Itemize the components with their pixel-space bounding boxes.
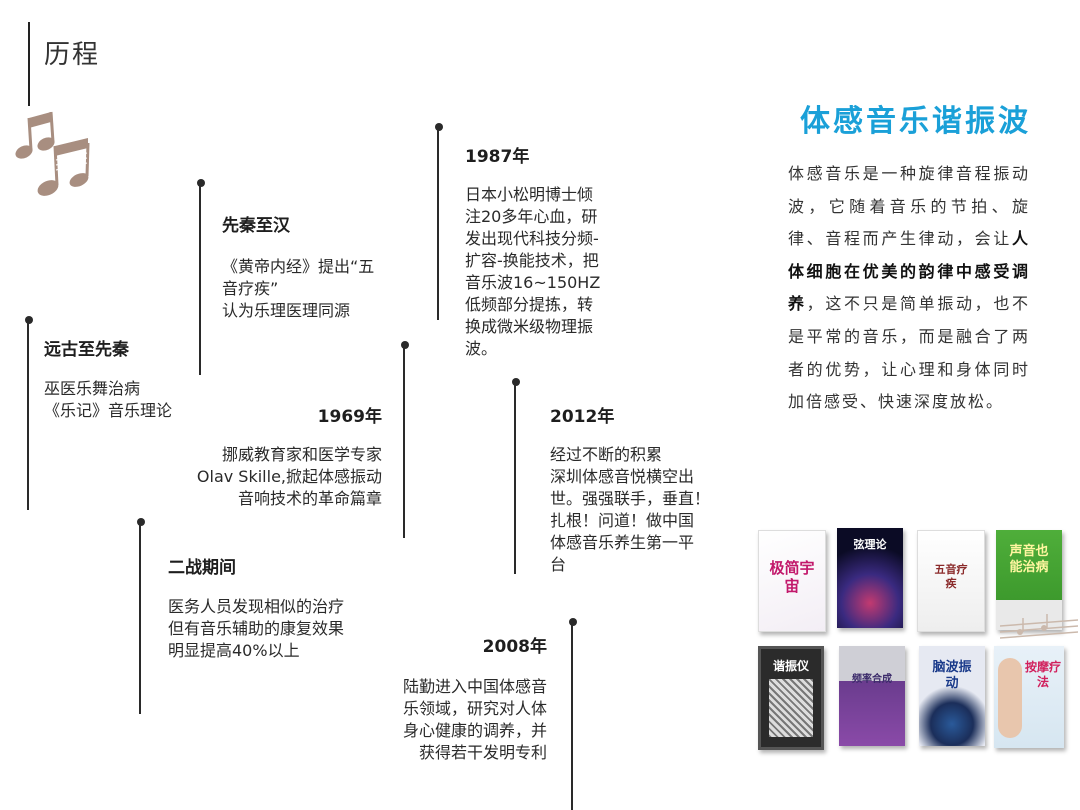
book-cover: 弦理论 [837, 528, 903, 628]
timeline-line [514, 382, 516, 574]
timeline-description: 《黄帝内经》提出“五 音疗疾” 认为乐理医理同源 [222, 256, 374, 322]
timeline-line [437, 127, 439, 320]
book-cover: 脑波振动 [919, 646, 985, 746]
timeline-text-line: 音疗疾” [222, 279, 279, 298]
timeline-dot [569, 618, 577, 626]
timeline-year: 二战期间 [168, 558, 236, 578]
side-title: 体感音乐谐振波 [800, 104, 1031, 139]
page-title: 历程 [44, 40, 101, 70]
timeline-text-line: 陆勤进入中国体感音 [402, 677, 547, 696]
timeline-year: 1987年 [465, 147, 530, 167]
book-title: 谐振仪 [772, 659, 809, 673]
timeline-text-line: 波。 [465, 339, 498, 358]
timeline-text-line: 体感音乐养生第一平 [550, 533, 695, 552]
timeline-text-line: 台 [550, 555, 567, 574]
timeline-description: 经过不断的积累 深圳体感音悦横空出 世。强强联手，垂直！ 扎根！问道！做中国 体… [550, 444, 710, 576]
timeline-description: 巫医乐舞治病 《乐记》音乐理论 [44, 378, 172, 422]
timeline-line [199, 183, 201, 375]
timeline-text-line: 获得若干发明专利 [418, 743, 547, 762]
timeline-text-line: 注20多年心血，研 [465, 207, 598, 226]
side-text: ，这不只是简单振动，也不是平常的音乐，而是融合了两者的优势，让心理和身体同时加倍… [788, 294, 1030, 412]
book-cover: 按摩疗法 [994, 646, 1064, 748]
timeline-text-line: 挪威教育家和医学专家 [221, 445, 382, 464]
timeline-text-line: 乐领域，研究对人体 [402, 699, 547, 718]
side-text-emphasis: 人体细胞在优美的韵律中感受调养 [788, 229, 1030, 314]
book-title: 五音疗疾 [934, 563, 968, 590]
timeline-text-line: 巫医乐舞治病 [44, 379, 141, 398]
timeline-dot [137, 518, 145, 526]
timeline-dot [512, 378, 520, 386]
timeline-dot [197, 179, 205, 187]
timeline-text-line: 扎根！问道！做中国 [550, 511, 695, 530]
book-title: 脑波振动 [932, 660, 972, 691]
timeline-text-line: 认为乐理医理同源 [222, 301, 351, 320]
timeline-text-line: 医务人员发现相似的治疗 [168, 597, 345, 616]
timeline-dot [25, 316, 33, 324]
timeline-text-line: 深圳体感音悦横空出 [550, 467, 695, 486]
music-staff-icon [1000, 614, 1078, 639]
timeline-year: 1969年 [317, 407, 382, 427]
book-cover: 谐振仪 [758, 646, 824, 750]
timeline-line [27, 320, 29, 510]
book-cover: 五音疗疾 [917, 530, 985, 632]
timeline-description: 陆勤进入中国体感音 乐领域，研究对人体 身心健康的调养，并 获得若干发明专利 [403, 676, 547, 764]
timeline-description: 医务人员发现相似的治疗 但有音乐辅助的康复效果 明显提高40%以上 [168, 596, 344, 662]
timeline-text-line: 世。强强联手，垂直！ [550, 489, 711, 508]
book-title: 弦理论 [853, 538, 887, 551]
timeline-line [571, 622, 573, 810]
timeline-text-line: 音响技术的革命篇章 [237, 489, 382, 508]
timeline-text-line: 但有音乐辅助的康复效果 [168, 619, 345, 638]
timeline-description: 挪威教育家和医学专家 Olav Skille,掀起体感振动 音响技术的革命篇章 [197, 444, 382, 510]
timeline-text-line: 日本小松明博士倾 [465, 185, 594, 204]
side-description: 体感音乐是一种旋律音程振动波，它随着音乐的节拍、旋律、音程而产生律动，会让人体细… [788, 158, 1030, 419]
timeline-text-line: 《乐记》音乐理论 [44, 401, 173, 420]
timeline-year: 远古至先秦 [44, 340, 129, 360]
timeline-text-line: 低频部分提拣，转 [465, 295, 594, 314]
book-cover: 极简宇宙 [758, 530, 826, 632]
music-note-icon [15, 111, 90, 196]
timeline-text-line: 经过不断的积累 [550, 445, 663, 464]
timeline-year: 2008年 [482, 637, 547, 657]
book-title: 极简宇宙 [769, 559, 815, 595]
book-title: 频率合成 [852, 674, 892, 685]
timeline-text-line: 发出现代科技分频- [465, 229, 599, 248]
timeline-line [139, 522, 141, 714]
book-title: 按摩疗法 [1024, 660, 1061, 689]
book-cover: 频率合成 [839, 646, 905, 746]
book-cover: 声音也能治病 [996, 530, 1062, 630]
timeline-text-line: 音乐波16~150HZ [465, 273, 601, 292]
timeline-description: 日本小松明博士倾 注20多年心血，研 发出现代科技分频- 扩容-换能技术，把 音… [465, 184, 600, 360]
timeline-text-line: 换成微米级物理振 [465, 317, 594, 336]
timeline-text-line: Olav Skille,掀起体感振动 [196, 467, 382, 486]
timeline-line [403, 345, 405, 538]
timeline-text-line: 扩容-换能技术，把 [465, 251, 599, 270]
timeline-dot [401, 341, 409, 349]
timeline-text-line: 身心健康的调养，并 [402, 721, 547, 740]
timeline-text-line: 《黄帝内经》提出“五 [222, 257, 375, 276]
side-text: 体感音乐是一种旋律音程振动波，它随着音乐的节拍、旋律、音程而产生律动，会让 [788, 164, 1030, 249]
title-accent-bar [28, 22, 30, 106]
timeline-year: 2012年 [550, 407, 615, 427]
book-title: 声音也能治病 [1009, 544, 1049, 575]
timeline-year: 先秦至汉 [222, 216, 290, 236]
timeline-dot [435, 123, 443, 131]
timeline-text-line: 明显提高40%以上 [168, 641, 300, 660]
